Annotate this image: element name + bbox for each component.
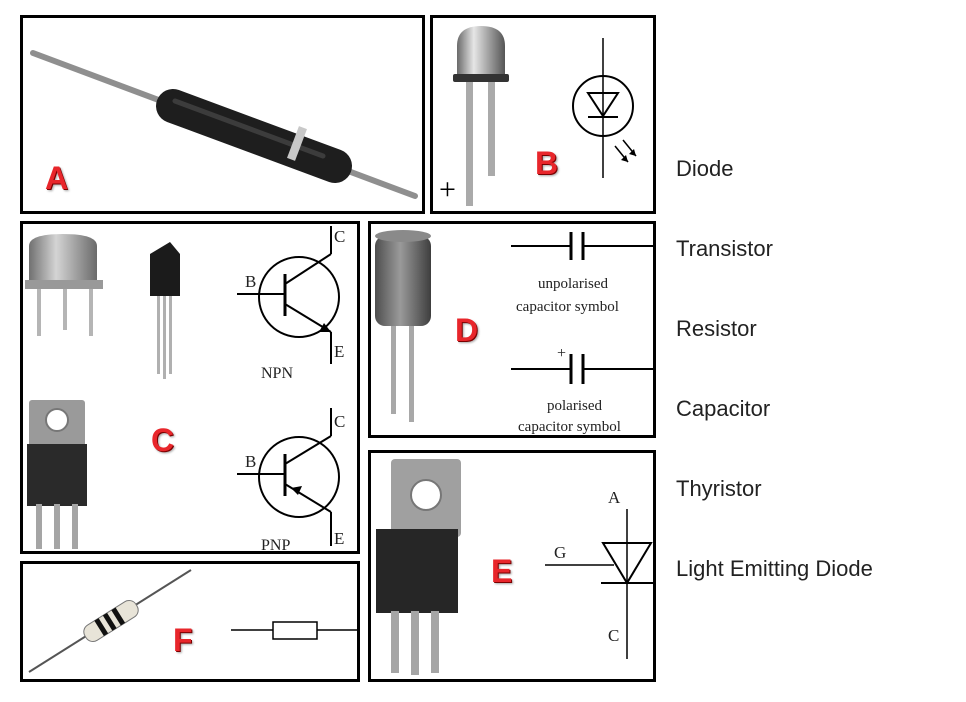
unpolarised-label-2: capacitor symbol (516, 299, 619, 315)
unpolarised-label-1: unpolarised (538, 276, 608, 292)
pnp-collector-label: C (334, 412, 345, 431)
panel-c: C B E NPN C B E PNP C (20, 221, 360, 554)
capacitor-symbols: unpolarised capacitor symbol + polarised… (511, 232, 653, 435)
term-light-emitting-diode: Light Emitting Diode (676, 556, 873, 581)
capacitor-photo (375, 230, 431, 422)
led-symbol (572, 38, 637, 178)
panel-label-e: E (491, 553, 513, 589)
term-capacitor: Capacitor (676, 396, 771, 421)
resistor-photo (28, 569, 192, 673)
panel-label-f: F (173, 622, 193, 658)
panel-label-c: C (151, 422, 175, 458)
thyristor-gate-label: G (554, 543, 566, 562)
npn-base-label: B (245, 272, 256, 291)
diode-photo (30, 50, 418, 199)
panel-b: + B (430, 15, 656, 214)
term-resistor: Resistor (676, 316, 757, 341)
npn-emitter-label: E (334, 342, 344, 361)
pnp-base-label: B (245, 452, 256, 471)
term-thyristor: Thyristor (676, 476, 762, 501)
polarised-plus-sign: + (557, 345, 566, 362)
thyristor-anode-label: A (608, 488, 621, 507)
panel-label-b: B (535, 145, 559, 181)
led-photo (453, 26, 509, 206)
pnp-name: PNP (261, 537, 290, 551)
thyristor-cathode-label: C (608, 626, 619, 645)
panel-d: unpolarised capacitor symbol + polarised… (368, 221, 656, 438)
thyristor-symbol: A G C (545, 488, 653, 659)
panel-a: A (20, 15, 425, 214)
npn-name: NPN (261, 365, 293, 382)
thyristor-photo (376, 459, 461, 675)
panel-e: A G C E (368, 450, 656, 682)
npn-collector-label: C (334, 227, 345, 246)
pnp-emitter-label: E (334, 529, 344, 548)
term-diode: Diode (676, 156, 734, 181)
polarised-label-2: capacitor symbol (518, 419, 621, 435)
term-transistor: Transistor (676, 236, 773, 261)
polarised-label-1: polarised (547, 398, 602, 414)
panel-label-a: A (45, 160, 69, 196)
led-plus-sign: + (439, 173, 456, 206)
transistor-photos (25, 234, 180, 549)
resistor-symbol (231, 621, 357, 640)
pnp-symbol: C B E PNP (237, 408, 345, 551)
panel-f: F (20, 561, 360, 682)
panel-label-d: D (455, 312, 479, 348)
npn-symbol: C B E NPN (237, 226, 345, 382)
